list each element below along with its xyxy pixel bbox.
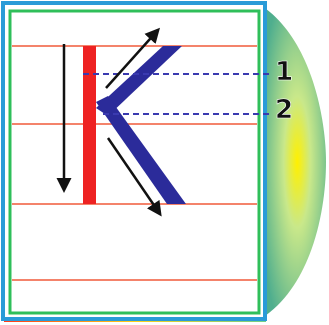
marker-label-2: 2 [275,95,293,125]
marker-label-1: 1 [275,57,293,87]
k-vertical-stroke [83,46,96,204]
book-cover-spine [262,6,326,318]
